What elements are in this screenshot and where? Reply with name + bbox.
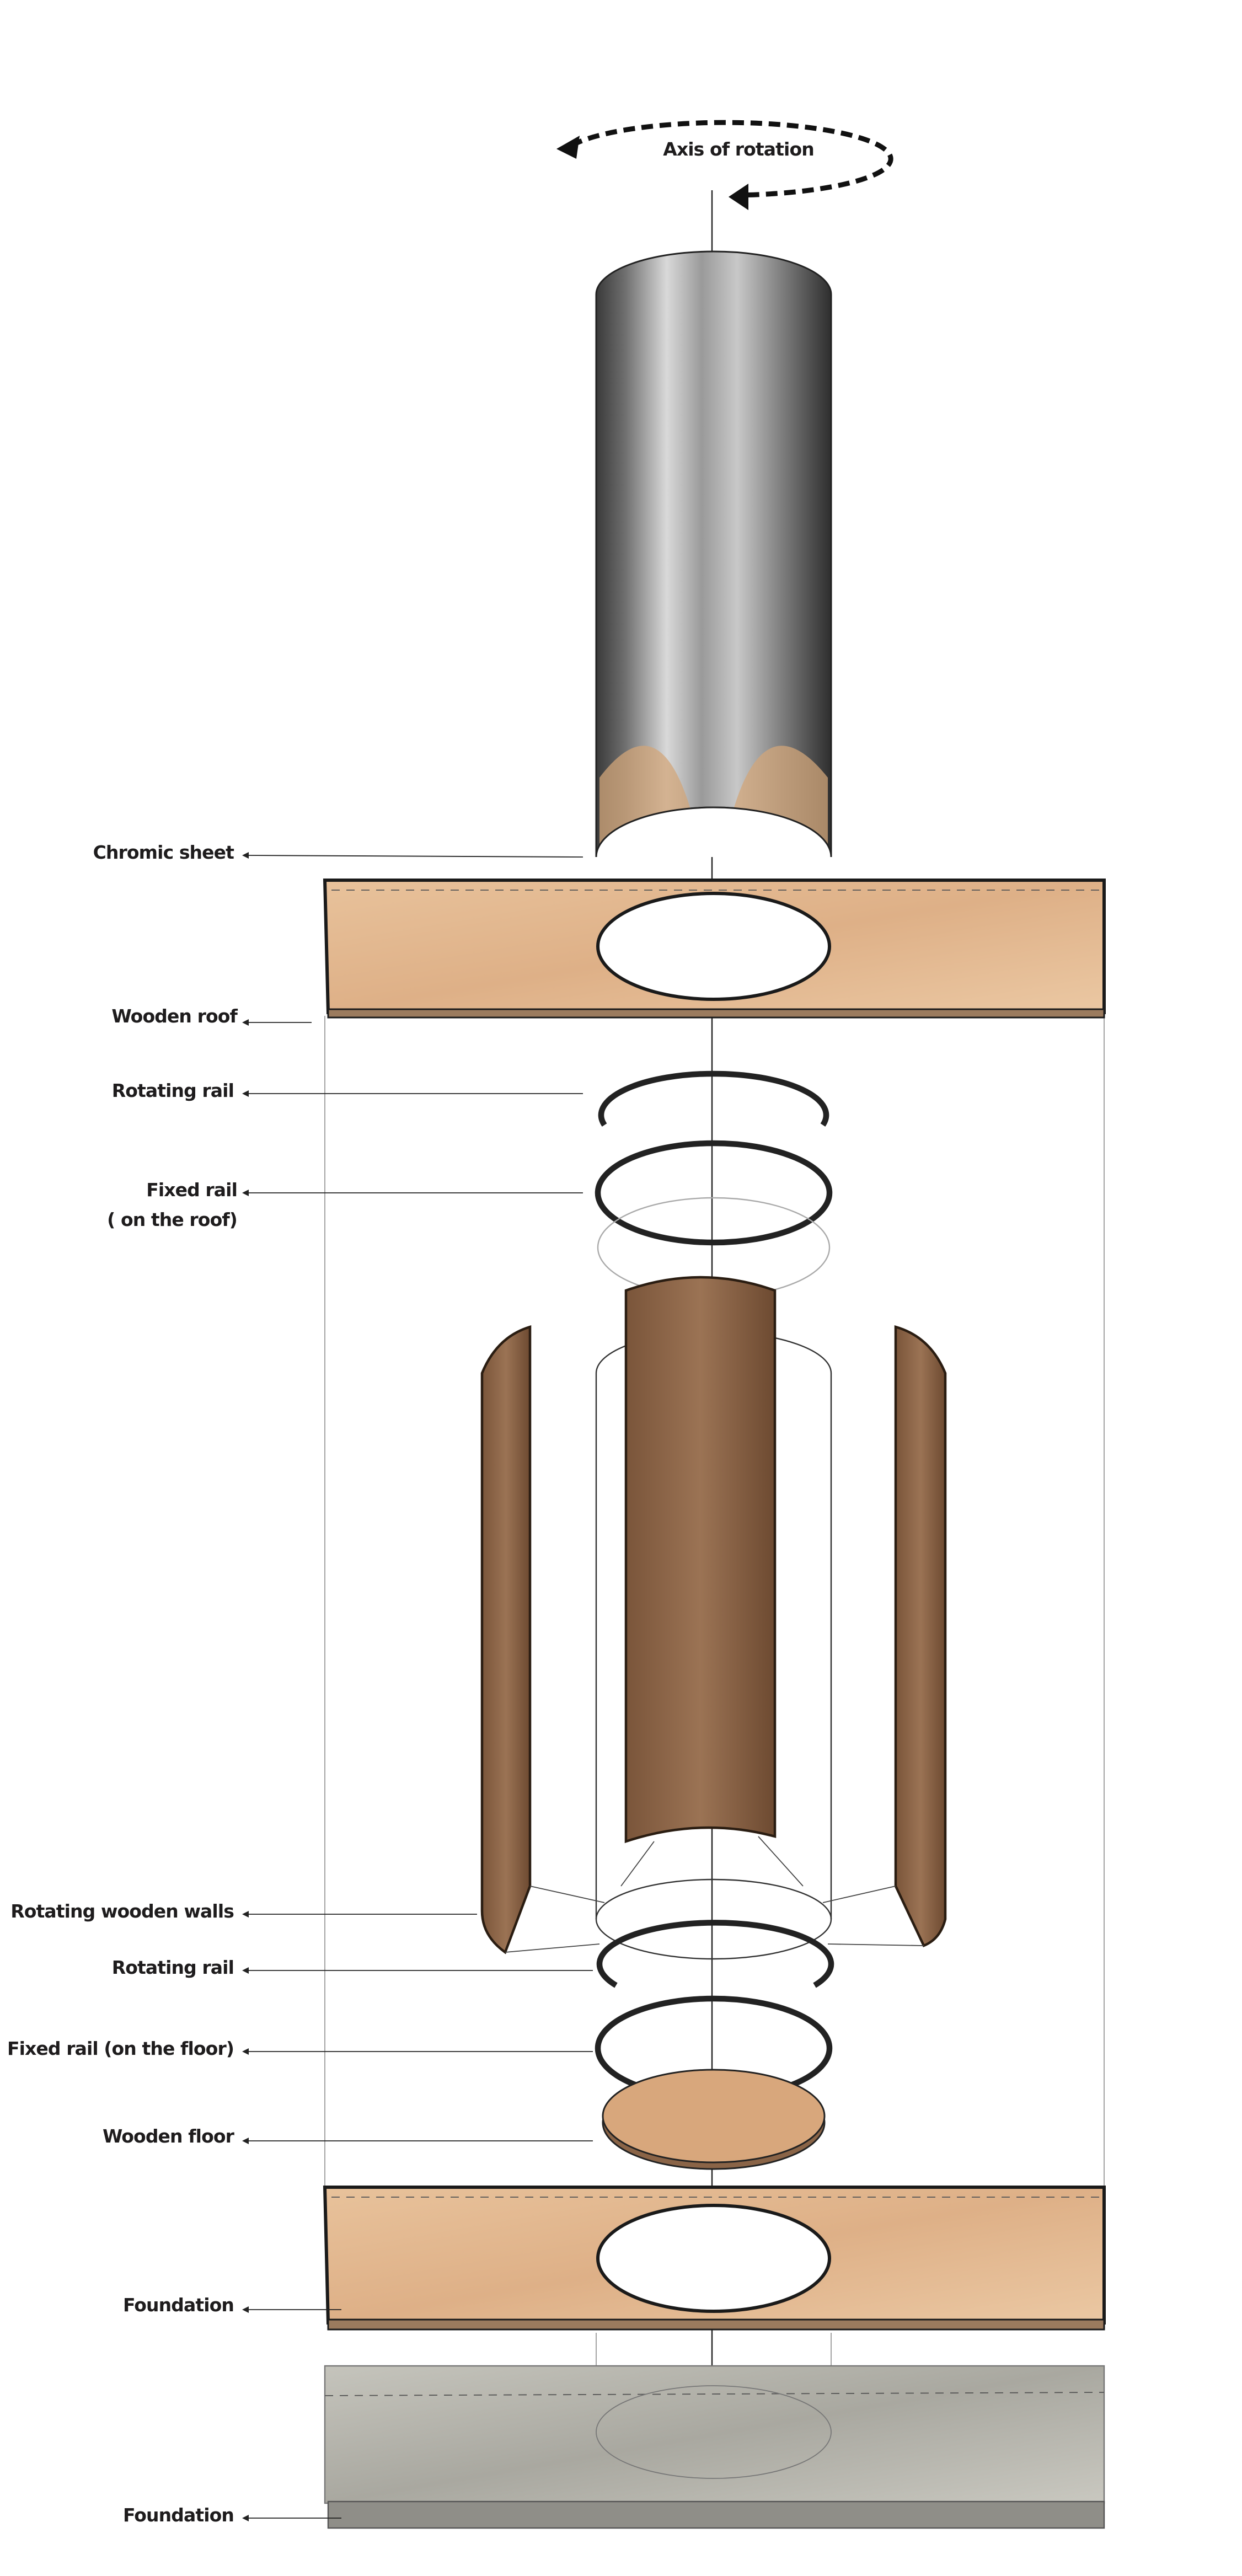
rotating-wooden-walls xyxy=(480,1276,947,1960)
label-rotating-rail-top: Rotating rail xyxy=(112,1080,234,1101)
label-rotating-rail-bottom: Rotating rail xyxy=(112,1957,234,1978)
foundation-concrete xyxy=(324,2365,1105,2529)
rotating-rail-top xyxy=(598,1070,829,1127)
label-foundation-concrete: Foundation xyxy=(123,2504,234,2526)
wooden-roof xyxy=(323,879,1106,1019)
label-foundation-wood: Foundation xyxy=(123,2294,234,2316)
label-rotating-walls: Rotating wooden walls xyxy=(10,1900,234,1922)
label-fixed-rail-roof-sub: ( on the roof) xyxy=(107,1209,237,1230)
label-chromic-sheet: Chromic sheet xyxy=(93,842,235,863)
label-fixed-rail-floor: Fixed rail (on the floor) xyxy=(7,2038,234,2059)
wall-panel-right xyxy=(894,1325,947,1947)
wooden-floor xyxy=(602,2069,826,2170)
wall-panel-left xyxy=(480,1325,532,1954)
label-wooden-floor: Wooden floor xyxy=(103,2125,235,2147)
axis-label: Axis of rotation xyxy=(663,138,814,160)
rotating-rail-bottom xyxy=(596,1920,834,1988)
foundation-wood xyxy=(323,2186,1106,2331)
labels: Chromic sheet Wooden roof Rotating rail … xyxy=(7,842,593,2526)
label-fixed-rail-roof: Fixed rail xyxy=(146,1179,237,1201)
chromic-sheet xyxy=(595,250,832,858)
fixed-rail-roof xyxy=(595,1140,833,1246)
rotation-arrow-path xyxy=(570,120,893,198)
arrowhead-icon xyxy=(556,136,580,159)
arrowhead-icon xyxy=(729,184,748,210)
label-wooden-roof: Wooden roof xyxy=(111,1005,238,1027)
wall-panel-center xyxy=(624,1276,777,1844)
